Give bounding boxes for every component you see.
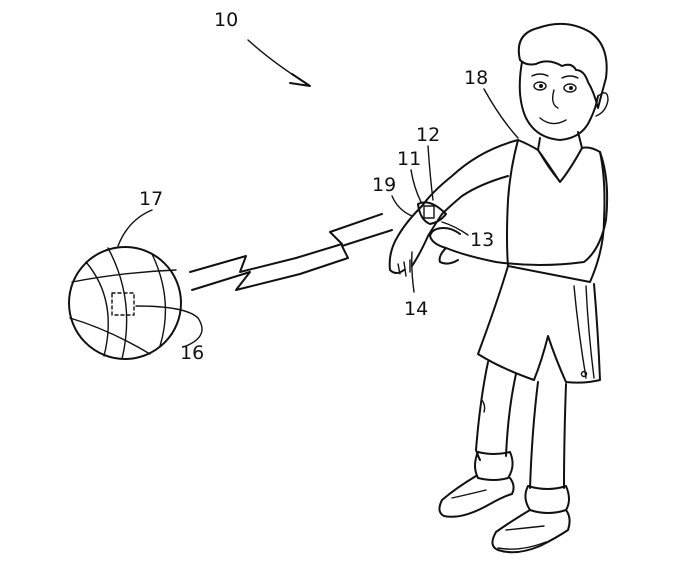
wristband xyxy=(417,201,447,225)
label-14: 14 xyxy=(404,298,428,320)
label-10: 10 xyxy=(214,9,238,31)
wireless-signal xyxy=(189,213,393,291)
label-19: 19 xyxy=(372,174,396,196)
player-figure xyxy=(388,22,609,554)
label-17: 17 xyxy=(139,188,163,210)
wristband-display xyxy=(423,205,435,219)
label-12: 12 xyxy=(416,124,440,146)
basketball xyxy=(68,246,182,360)
leader-lines xyxy=(117,39,519,347)
label-11: 11 xyxy=(397,148,421,170)
ball-chip xyxy=(111,292,135,316)
label-13: 13 xyxy=(470,229,494,251)
label-16: 16 xyxy=(180,342,204,364)
label-18: 18 xyxy=(464,67,488,89)
